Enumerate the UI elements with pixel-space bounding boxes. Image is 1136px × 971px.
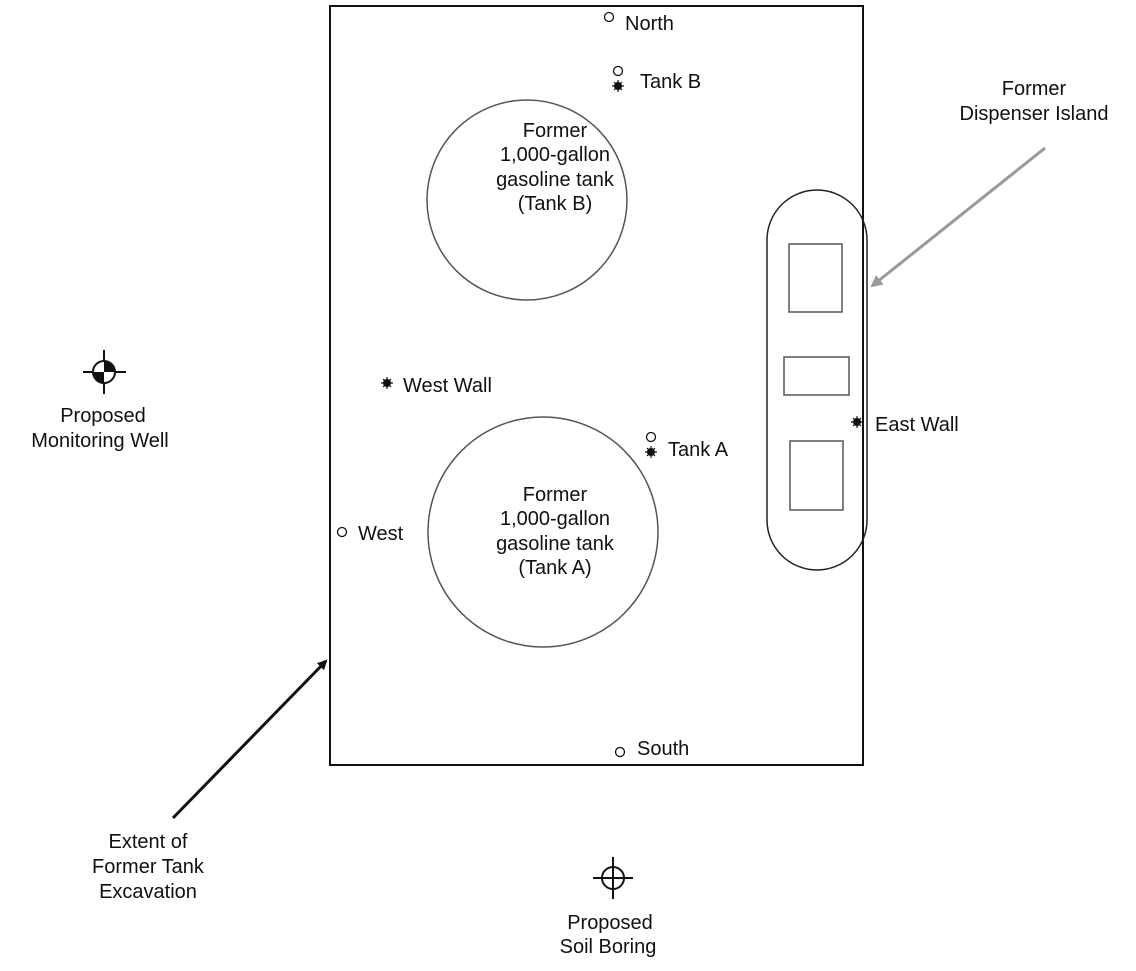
sample-tank-a-label: Tank A [668,439,729,461]
soil-boring-label-line2: Soil Boring [560,936,657,958]
sample-south-label: South [637,738,689,760]
sample-west-marker [336,526,348,538]
monitoring-well-label-line2: Monitoring Well [31,430,168,452]
excavation-label-line2: Former Tank [92,856,205,878]
sample-east-wall-label: East Wall [875,414,959,436]
soil-boring-label-line1: Proposed [567,912,653,934]
tank-b-label-line3: gasoline tank [496,169,615,191]
tank-b-circle [426,99,628,301]
sample-west-label: West [358,523,404,545]
tank-b-label-line1: Former [523,120,588,142]
sample-west-wall-label: West Wall [403,375,492,397]
tank-b-label-line4: (Tank B) [518,193,592,215]
excavation-label-line3: Excavation [99,881,197,903]
sample-north-label: North [625,13,674,35]
dispenser-island-leader-arrow [870,146,1046,288]
tank-a-label: Former 1,000-gallon gasoline tank (Tank … [496,484,615,579]
sample-north-marker [603,11,615,23]
sample-tank-b-open-marker [612,65,624,77]
sample-tank-a-open-marker [645,431,657,443]
sample-east-wall-marker [851,416,863,428]
sample-tank-b-filled-marker [612,80,624,92]
tank-a-label-line2: 1,000-gallon [500,508,610,530]
tank-a-circle [427,416,659,648]
sample-west-wall-marker [381,377,393,389]
tank-a-label-line3: gasoline tank [496,533,615,555]
tank-a-label-line4: (Tank A) [518,557,591,579]
excavation-label-line1: Extent of [109,831,188,853]
tank-a-label-line1: Former [523,484,588,506]
monitoring-well-symbol [83,350,126,394]
dispenser-pad-bottom [789,440,844,511]
sample-tank-a-filled-marker [645,446,657,458]
monitoring-well-label-line1: Proposed [60,405,146,427]
dispenser-island [766,189,868,571]
dispenser-pad-middle [783,356,850,396]
soil-boring-symbol [593,857,633,899]
sample-south-marker [614,746,626,758]
dispenser-island-label-line2: Dispenser Island [960,103,1109,125]
dispenser-island-label-line1: Former [1002,78,1067,100]
sample-tank-b-label: Tank B [640,71,701,93]
tank-b-label-line2: 1,000-gallon [500,144,610,166]
excavation-leader-arrow [171,659,328,820]
tank-b-label: Former 1,000-gallon gasoline tank (Tank … [496,120,615,215]
excavation-boundary [329,5,864,766]
dispenser-pad-top [788,243,843,313]
